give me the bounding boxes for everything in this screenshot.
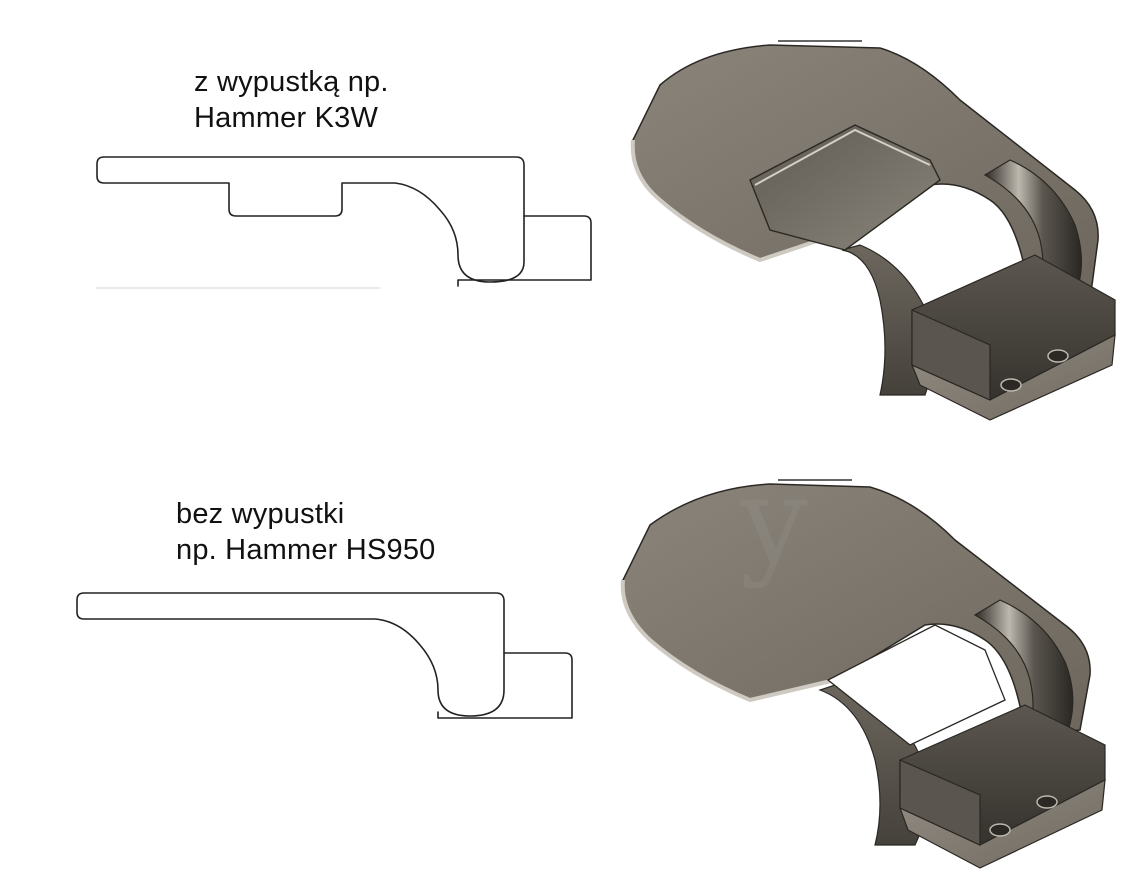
render-tab (749, 124, 941, 251)
caption-line: bez wypustki (176, 498, 345, 530)
render-hole (1036, 795, 1058, 809)
render-hole (1047, 349, 1069, 363)
side-profile-without-tab (76, 592, 573, 719)
profile-outline (76, 592, 505, 717)
render-hole (1000, 378, 1022, 392)
caption-without-tab: bez wypustki np. Hammer HS950 (176, 496, 435, 568)
caption-line: np. Hammer HS950 (176, 534, 436, 566)
render-plate-rim (620, 579, 836, 703)
side-profile-with-tab (95, 156, 592, 289)
caption-line: z wypustką np. (194, 66, 389, 98)
render-without-tab (620, 479, 1106, 869)
render-box-front (911, 309, 991, 401)
profile-slot (457, 215, 592, 287)
render-opening (826, 624, 1006, 746)
caption-line: Hammer K3W (194, 102, 379, 134)
profile-outline (96, 156, 525, 283)
profile-slot (437, 652, 573, 719)
render-box-front (899, 759, 981, 846)
render-tab-highlight (754, 128, 931, 186)
render-hole (989, 823, 1011, 837)
render-with-tab (630, 40, 1116, 421)
render-plate-rim (630, 139, 851, 263)
faint-watermark: y (740, 452, 808, 591)
caption-with-tab: z wypustką np. Hammer K3W (194, 64, 389, 136)
